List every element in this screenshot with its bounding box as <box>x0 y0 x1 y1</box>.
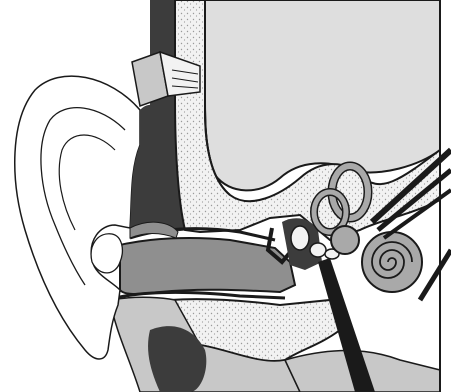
cranial-cavity <box>205 0 440 190</box>
tragus <box>91 234 122 273</box>
cochlea <box>362 232 422 292</box>
incus <box>310 243 326 257</box>
malleus <box>291 226 309 250</box>
vestibule <box>331 226 359 254</box>
